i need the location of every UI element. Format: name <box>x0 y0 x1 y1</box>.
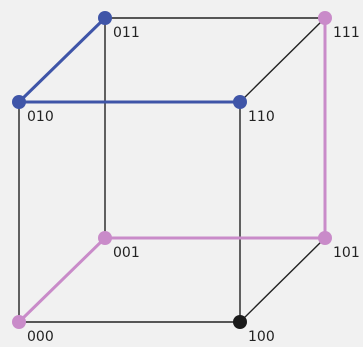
node-011 <box>98 11 112 25</box>
node-110 <box>233 95 247 109</box>
edge-010-011 <box>17 16 107 104</box>
node-label-010: 010 <box>27 109 54 125</box>
edge-100-101 <box>239 237 326 323</box>
node-label-011: 011 <box>113 25 140 41</box>
labels-layer: 000 001 010 011 100 101 110 111 <box>27 25 360 345</box>
node-111 <box>318 11 332 25</box>
node-100 <box>233 315 247 329</box>
node-label-100: 100 <box>248 329 275 345</box>
nodes-layer <box>12 11 332 329</box>
node-label-111: 111 <box>333 25 360 41</box>
node-000 <box>12 315 26 329</box>
node-010 <box>12 95 26 109</box>
node-label-000: 000 <box>27 329 54 345</box>
node-label-001: 001 <box>113 245 140 261</box>
node-label-110: 110 <box>248 109 275 125</box>
edges-layer <box>17 16 327 324</box>
node-label-101: 101 <box>333 245 360 261</box>
node-101 <box>318 231 332 245</box>
edge-000-001 <box>17 236 107 324</box>
edge-111-110 <box>239 17 326 103</box>
node-001 <box>98 231 112 245</box>
